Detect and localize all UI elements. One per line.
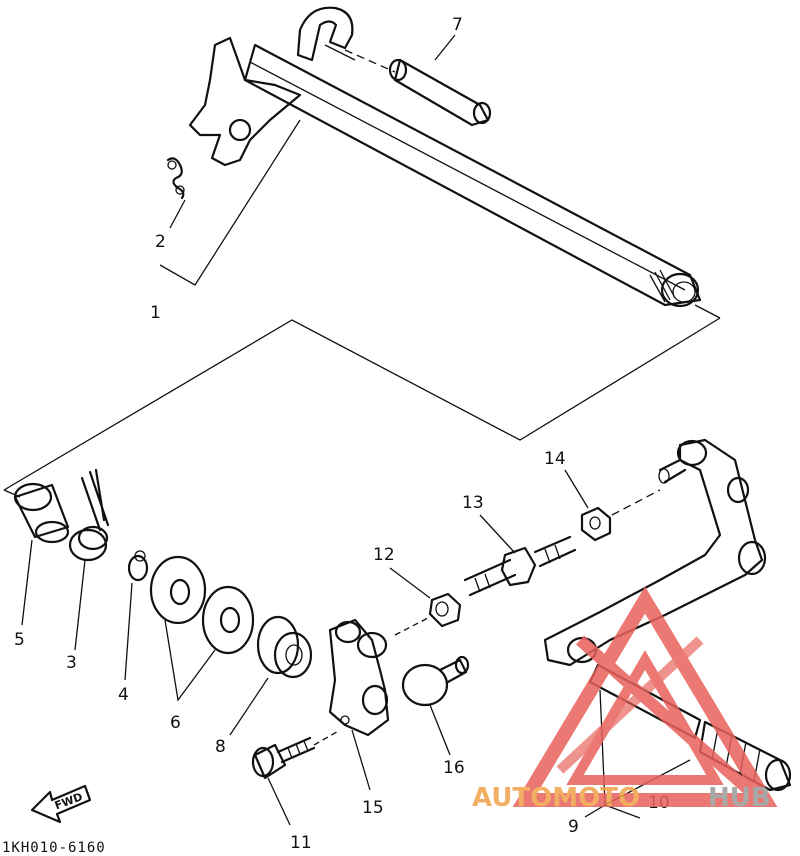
bearing-part-8 xyxy=(256,615,313,679)
spring-part-3 xyxy=(68,468,110,562)
shift-shaft xyxy=(243,43,702,307)
leader-8 xyxy=(229,677,269,736)
shaft-spline-end xyxy=(660,272,700,308)
collar-part-5 xyxy=(13,482,70,544)
callout-6: 6 xyxy=(170,713,181,733)
callout-8: 8 xyxy=(215,737,226,757)
leader-13 xyxy=(479,514,516,554)
leader-6 xyxy=(164,619,216,702)
callout-12: 12 xyxy=(373,545,395,565)
center-line-upper xyxy=(344,49,396,73)
leader-4 xyxy=(124,582,133,681)
dowel-pin-part-7 xyxy=(388,58,492,127)
joint-part-16 xyxy=(401,655,470,707)
circlip-part-4 xyxy=(127,550,149,582)
spring-part-2 xyxy=(166,157,185,200)
washer-part-6b xyxy=(201,585,255,655)
callout-11: 11 xyxy=(290,833,312,853)
callout-16: 16 xyxy=(443,758,465,778)
fwd-arrow-icon: FWD xyxy=(30,784,92,824)
callout-7: 7 xyxy=(452,15,463,35)
watermark-text-hub: HUB xyxy=(708,783,771,813)
leader-12 xyxy=(389,567,431,599)
leader-15 xyxy=(351,729,371,791)
rod-part-13 xyxy=(463,535,577,597)
callout-3: 3 xyxy=(66,653,77,673)
leader-shaft-end xyxy=(694,304,721,319)
nut-part-14 xyxy=(580,506,612,542)
shift-arm xyxy=(188,36,302,167)
callout-14: 14 xyxy=(544,449,566,469)
shift-shaft-assembly xyxy=(188,6,702,308)
leader-1 xyxy=(159,119,301,286)
link-part-15 xyxy=(328,618,390,737)
leader-2 xyxy=(169,199,186,229)
shift-pedal-part-9 xyxy=(543,438,767,667)
callout-2: 2 xyxy=(155,232,166,252)
callout-13: 13 xyxy=(462,493,484,513)
shift-hook xyxy=(296,6,354,62)
callout-4: 4 xyxy=(118,685,129,705)
callout-15: 15 xyxy=(362,798,384,818)
automotohub-watermark-logo: AUTOMOTO HUB xyxy=(472,586,778,813)
bolt-part-11 xyxy=(251,729,341,780)
callout-9: 9 xyxy=(568,817,579,837)
callout-5: 5 xyxy=(14,630,25,650)
leader-5 xyxy=(21,539,33,626)
leader-11 xyxy=(267,777,291,826)
leader-14 xyxy=(564,469,589,509)
leader-3 xyxy=(74,559,86,651)
assembly-link-line xyxy=(3,317,721,491)
leader-7 xyxy=(434,34,456,61)
leader-16 xyxy=(429,704,451,756)
watermark-text-automoto: AUTOMOTO xyxy=(472,783,640,813)
washer-part-6a xyxy=(149,555,207,625)
nut-part-12 xyxy=(428,592,462,628)
part-number-code: 1KH010-6160 xyxy=(2,840,106,856)
callout-1: 1 xyxy=(150,303,161,323)
